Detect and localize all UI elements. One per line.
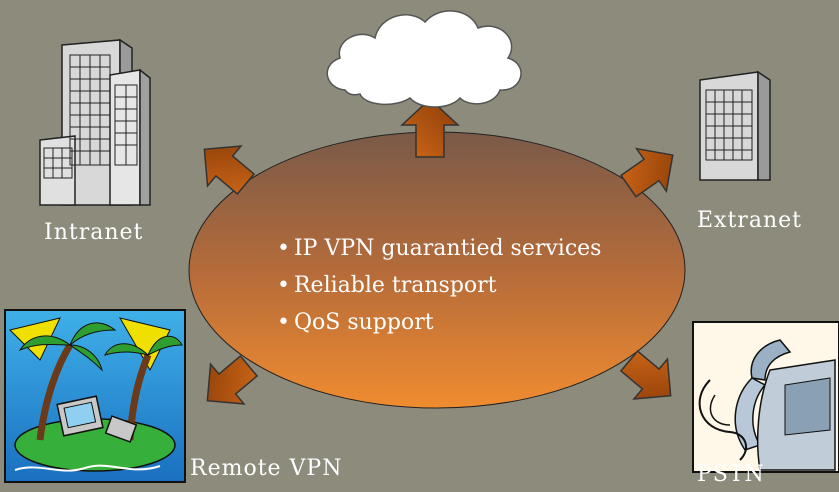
vpn-features-list: IP VPN guarantied services Reliable tran…	[277, 230, 601, 341]
intranet-label: Intranet	[44, 220, 144, 245]
pstn-label: PSTN	[697, 462, 765, 487]
feature-item: Reliable transport	[277, 267, 601, 304]
extranet-label: Extranet	[697, 208, 802, 233]
island-computer-icon	[4, 309, 186, 483]
small-building-icon	[699, 70, 771, 181]
arrow-to-pstn	[619, 349, 672, 400]
internet-label: Internet	[384, 56, 484, 81]
telephone-icon	[692, 321, 839, 473]
office-building-icon	[39, 38, 151, 206]
feature-item: IP VPN guarantied services	[277, 230, 601, 267]
arrow-to-intranet	[203, 145, 256, 196]
cloud-icon	[326, 10, 522, 108]
arrow-to-extranet	[620, 147, 674, 198]
arrow-to-remote-vpn	[206, 354, 259, 405]
remote-vpn-label: Remote VPN	[190, 456, 343, 481]
arrow-to-internet	[400, 97, 460, 158]
feature-item: QoS support	[277, 304, 601, 341]
